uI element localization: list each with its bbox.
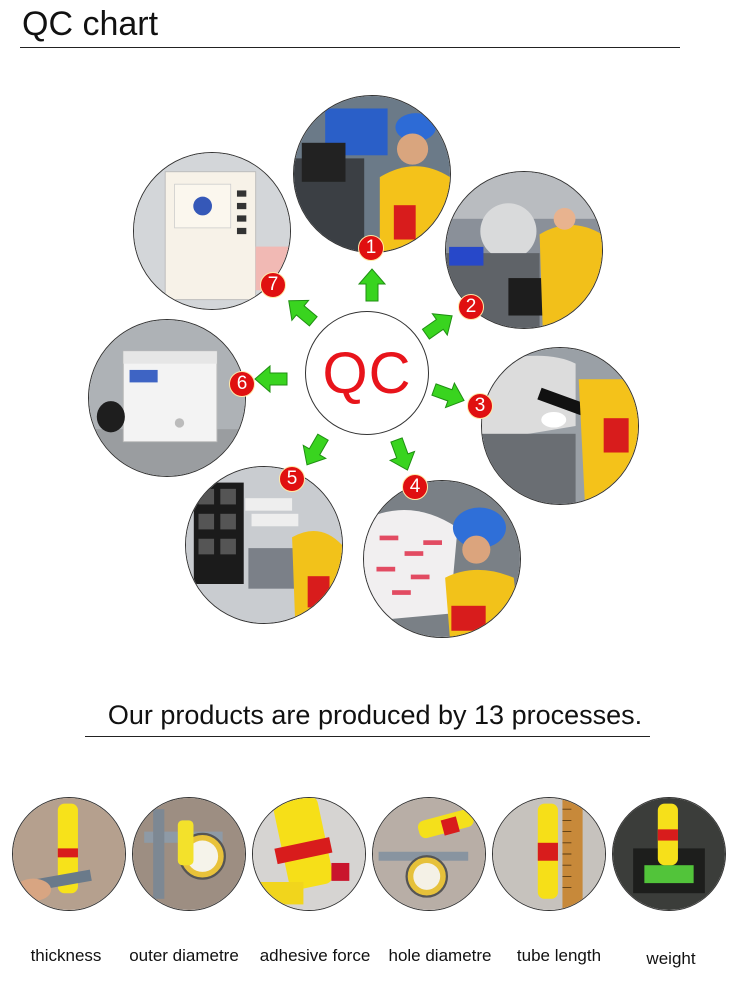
step-3-photo: [481, 347, 639, 505]
caption-weight: weight: [646, 949, 696, 968]
arrow-to-step-5: [294, 429, 337, 473]
qc-center-circle: QC: [305, 311, 429, 435]
arrow-to-step-2: [416, 303, 461, 347]
tube-length-test-photo: [492, 797, 606, 911]
caption-tube-length: tube length: [516, 946, 602, 965]
thickness-test-photo: [12, 797, 126, 911]
step-3-badge: 3: [467, 393, 493, 419]
step-5-badge: 5: [279, 466, 305, 492]
step-4-photo: [363, 480, 521, 638]
adhesive-force-test-photo: [252, 797, 366, 911]
caption-adhesive-force: adhesive force: [259, 946, 371, 965]
caption-hole-diametre: hole diametre: [388, 946, 492, 965]
step-6-badge: 6: [229, 371, 255, 397]
arrow-to-step-6: [254, 364, 288, 394]
step-4-badge: 4: [402, 474, 428, 500]
title-divider: [20, 47, 680, 48]
page-title: QC chart: [22, 5, 159, 43]
process-headline: Our products are produced by 13 processe…: [107, 700, 643, 730]
arrow-to-step-1: [357, 268, 387, 302]
caption-thickness: thickness: [30, 946, 102, 965]
headline-divider: [85, 736, 650, 737]
arrow-to-step-7: [278, 289, 323, 334]
step-1-badge: 1: [358, 235, 384, 261]
hole-diametre-test-photo: [372, 797, 486, 911]
weight-test-photo: [612, 797, 726, 911]
arrow-to-step-3: [428, 375, 470, 415]
step-2-badge: 2: [458, 294, 484, 320]
outer-diametre-test-photo: [132, 797, 246, 911]
step-6-photo: [88, 319, 246, 477]
caption-outer-diametre: outer diametre: [129, 946, 239, 965]
step-5-photo: [185, 466, 343, 624]
step-7-photo: [133, 152, 291, 310]
step-7-badge: 7: [260, 272, 286, 298]
step-1-photo: [293, 95, 451, 253]
arrow-to-step-4: [382, 434, 422, 476]
